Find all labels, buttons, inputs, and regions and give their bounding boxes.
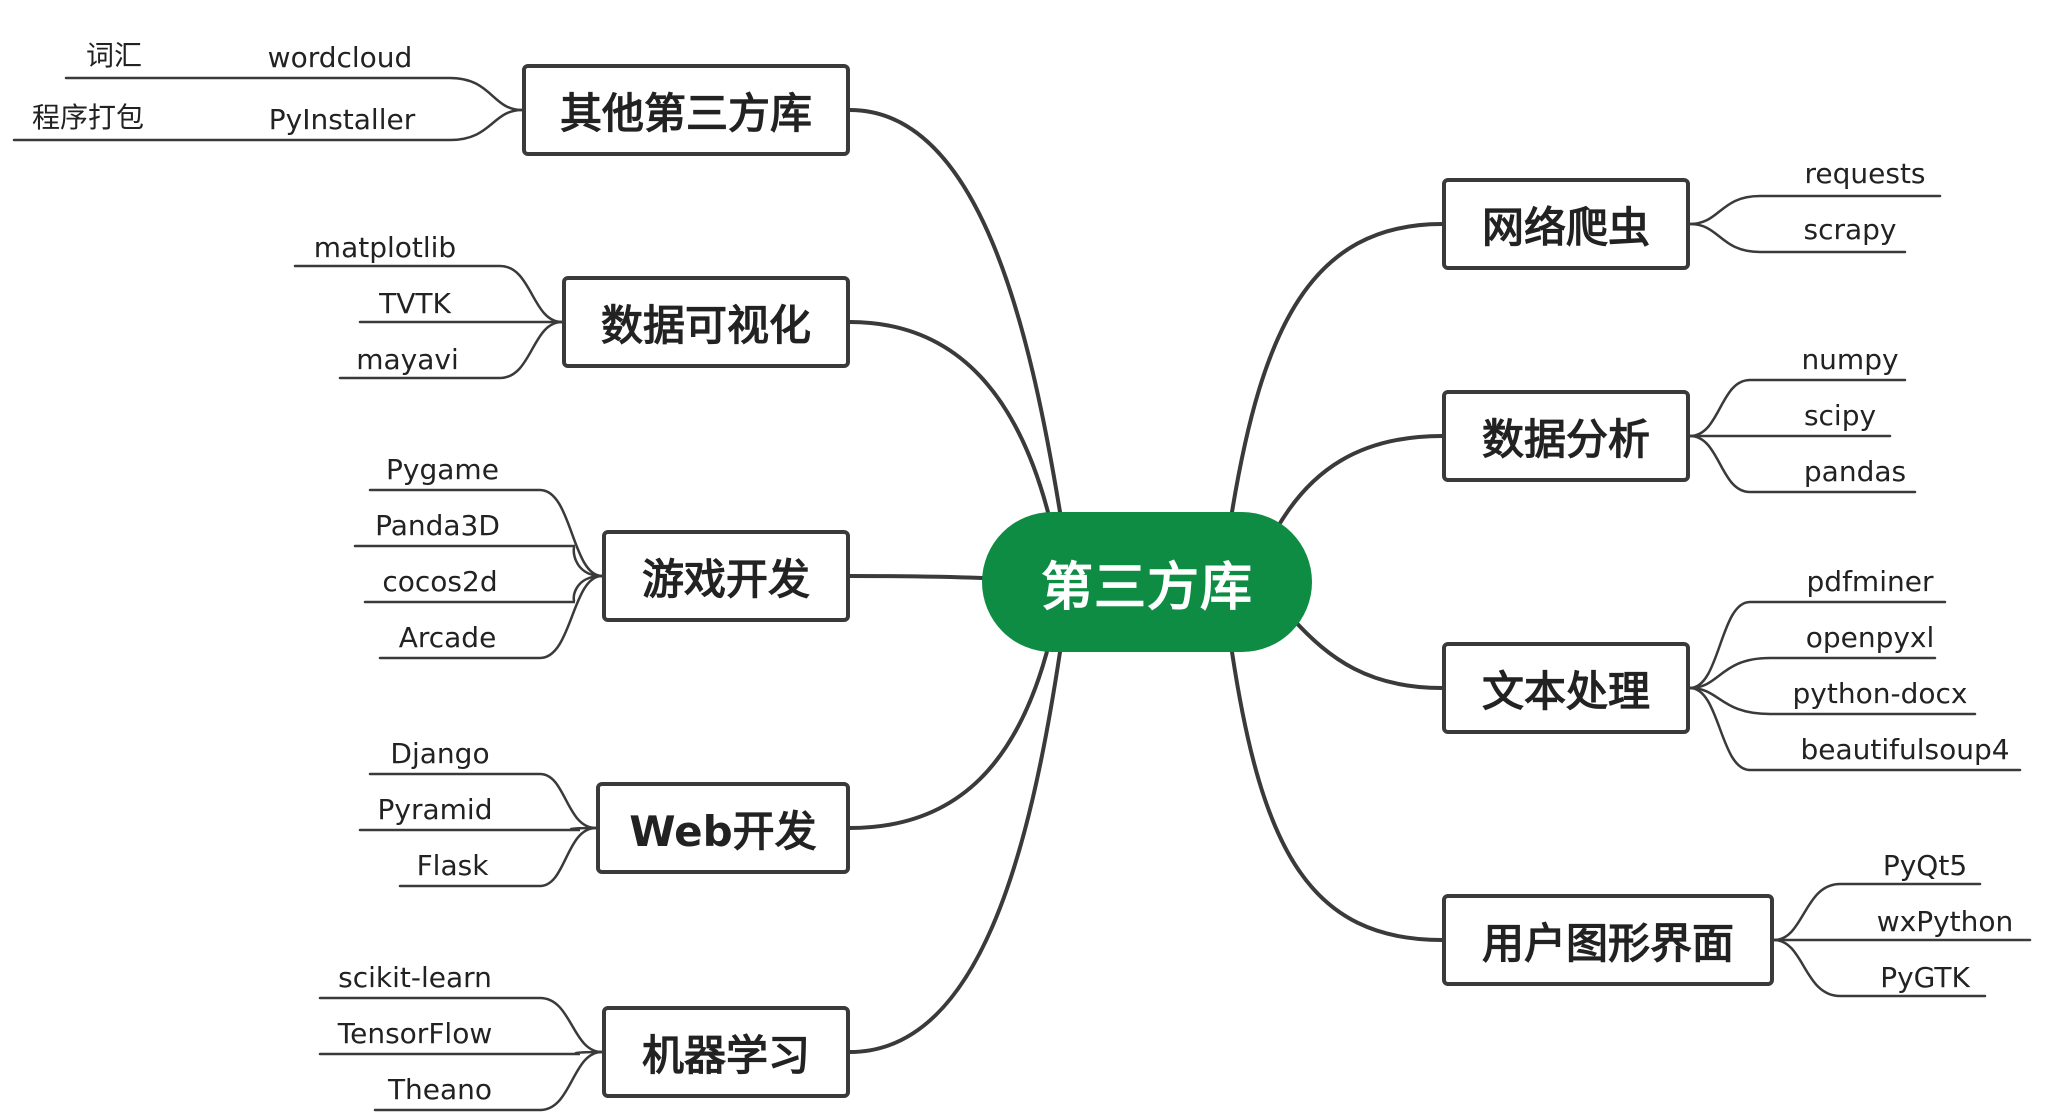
fan-crawl-1 bbox=[1688, 222, 1907, 254]
branch-game[interactable]: 游戏开发 bbox=[602, 530, 850, 622]
leaf-python-docx[interactable]: python-docx bbox=[1792, 677, 1968, 710]
branch-ml[interactable]: 机器学习 bbox=[602, 1006, 850, 1098]
leaf-panda3d[interactable]: Panda3D bbox=[375, 509, 500, 542]
leaf-openpyxl[interactable]: openpyxl bbox=[1805, 621, 1935, 654]
link-text bbox=[1290, 616, 1444, 690]
leaf-django[interactable]: Django bbox=[390, 737, 490, 770]
fan-text-2 bbox=[1688, 686, 1977, 716]
leaf-pygtk[interactable]: PyGTK bbox=[1880, 961, 1970, 994]
leaf-cocos2d[interactable]: cocos2d bbox=[382, 565, 498, 598]
link-data bbox=[1274, 434, 1444, 532]
leaf-beautifulsoup4[interactable]: beautifulsoup4 bbox=[1800, 733, 2010, 766]
fan-game-2 bbox=[363, 574, 604, 604]
fan-text-0 bbox=[1688, 600, 1947, 690]
branch-other[interactable]: 其他第三方库 bbox=[522, 64, 850, 156]
fan-viz-0 bbox=[293, 264, 564, 324]
leaf-note-wordcloud: 词汇 bbox=[86, 39, 143, 72]
leaf-pandas[interactable]: pandas bbox=[1803, 455, 1907, 488]
link-web bbox=[848, 638, 1052, 830]
fan-game-3 bbox=[378, 574, 604, 660]
leaf-wordcloud[interactable]: wordcloud bbox=[267, 41, 413, 74]
fan-web-1 bbox=[358, 826, 598, 832]
fan-other-1 bbox=[12, 108, 524, 142]
link-viz bbox=[848, 320, 1052, 522]
link-game bbox=[848, 574, 984, 580]
leaf-mayavi[interactable]: mayavi bbox=[356, 343, 459, 376]
fan-crawl-0 bbox=[1688, 194, 1942, 226]
leaf-pyramid[interactable]: Pyramid bbox=[377, 793, 493, 826]
fan-other-0 bbox=[64, 76, 524, 112]
leaf-numpy[interactable]: numpy bbox=[1801, 343, 1899, 376]
leaf-scikit-learn[interactable]: scikit-learn bbox=[338, 961, 492, 994]
fan-web-2 bbox=[398, 826, 598, 888]
fan-gui-2 bbox=[1772, 938, 1987, 998]
leaf-scrapy[interactable]: scrapy bbox=[1803, 213, 1897, 246]
fan-web-0 bbox=[368, 772, 598, 830]
fan-ml-2 bbox=[373, 1050, 604, 1112]
fan-gui-0 bbox=[1772, 882, 1982, 942]
fan-text-3 bbox=[1688, 686, 2022, 772]
leaf-note-pyinstaller: 程序打包 bbox=[32, 101, 145, 134]
leaf-pdfminer[interactable]: pdfminer bbox=[1806, 565, 1934, 598]
fan-ml-0 bbox=[318, 996, 604, 1054]
leaf-requests[interactable]: requests bbox=[1804, 157, 1926, 190]
fan-game-0 bbox=[368, 488, 604, 578]
fan-text-1 bbox=[1688, 656, 1937, 690]
branch-text[interactable]: 文本处理 bbox=[1442, 642, 1690, 734]
fan-game-1 bbox=[353, 544, 604, 578]
leaf-pygame[interactable]: Pygame bbox=[386, 453, 499, 486]
fan-viz-2 bbox=[338, 320, 564, 380]
leaf-arcade[interactable]: Arcade bbox=[398, 621, 497, 654]
link-crawl bbox=[1230, 222, 1444, 514]
leaf-wxpython[interactable]: wxPython bbox=[1876, 905, 2014, 938]
leaf-pyqt5[interactable]: PyQt5 bbox=[1882, 849, 1968, 882]
link-other bbox=[848, 108, 1062, 514]
leaf-tensorflow[interactable]: TensorFlow bbox=[337, 1017, 493, 1050]
link-gui bbox=[1230, 650, 1444, 942]
leaf-flask[interactable]: Flask bbox=[416, 849, 489, 882]
leaf-scipy[interactable]: scipy bbox=[1803, 399, 1877, 432]
leaf-tvtk[interactable]: TVTK bbox=[379, 287, 451, 320]
link-ml bbox=[848, 650, 1062, 1054]
branch-crawl[interactable]: 网络爬虫 bbox=[1442, 178, 1690, 270]
branch-gui[interactable]: 用户图形界面 bbox=[1442, 894, 1774, 986]
fan-data-0 bbox=[1688, 378, 1907, 438]
branch-data[interactable]: 数据分析 bbox=[1442, 390, 1690, 482]
branch-web[interactable]: Web开发 bbox=[596, 782, 850, 874]
center-node[interactable]: 第三方库 bbox=[982, 512, 1312, 652]
branch-viz[interactable]: 数据可视化 bbox=[562, 276, 850, 368]
fan-ml-1 bbox=[318, 1050, 604, 1056]
leaf-theano[interactable]: Theano bbox=[387, 1073, 493, 1106]
fan-data-2 bbox=[1688, 434, 1917, 494]
leaf-pyinstaller[interactable]: PyInstaller bbox=[268, 103, 416, 136]
leaf-matplotlib[interactable]: matplotlib bbox=[313, 231, 457, 264]
